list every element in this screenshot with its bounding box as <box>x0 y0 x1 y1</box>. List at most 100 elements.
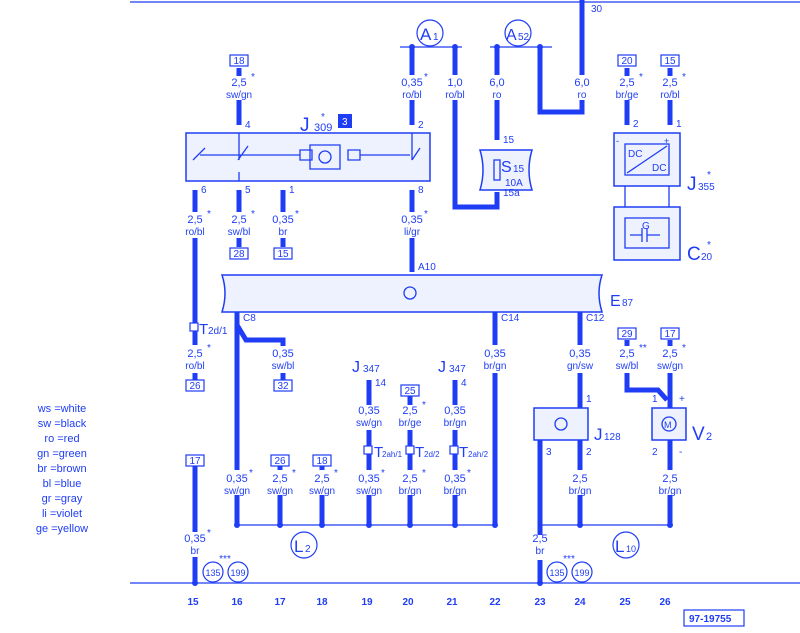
S15-sub: 15 <box>513 164 525 175</box>
motor-icon: M <box>664 420 672 430</box>
pin-label: C12 <box>586 313 605 324</box>
wire-color-label: br/ge <box>399 418 422 429</box>
ref-number: 17 <box>664 329 676 340</box>
ref-box <box>229 54 249 67</box>
wire-size-label: 2,5 <box>187 348 202 360</box>
generated-labels: 2,5*sw/gn0,35*ro/bl1,0ro/bl6,0ro6,0ro2,5… <box>184 54 686 608</box>
J309-label: J <box>300 115 310 136</box>
stars-note: *** <box>219 554 231 565</box>
wire-color-label: br <box>279 227 289 238</box>
dc-out-label: DC <box>652 163 666 174</box>
legend-item: ws =white <box>37 403 87 415</box>
wire-star: * <box>334 468 338 479</box>
ref-box <box>660 54 680 67</box>
wire-size-label: 2,5 <box>619 348 634 360</box>
page-ref-circle <box>202 561 224 583</box>
grid-column-number: 17 <box>274 597 286 608</box>
grid-column-number: 19 <box>361 597 373 608</box>
wire-size-label: 6,0 <box>574 77 589 89</box>
wire-color-label: ro/bl <box>660 90 679 101</box>
wire-color-label: ro/bl <box>185 227 204 238</box>
wire-star: * <box>422 400 426 411</box>
diagram-id: 97-19755 <box>689 614 732 625</box>
V2-label: V <box>692 424 705 445</box>
wire-size-label: 0,35 <box>358 473 379 485</box>
dc-in-label: DC <box>628 149 642 160</box>
wire-star: * <box>424 72 428 83</box>
wire-color-label: br/ge <box>616 90 639 101</box>
T2d2-label: T <box>415 444 424 461</box>
T2d1-label: T <box>199 321 208 338</box>
wire-color-label: br/gn <box>444 418 467 429</box>
ref-box <box>617 54 637 67</box>
sensor-J128: J 128 <box>533 407 621 444</box>
wire-size-label: 0,35 <box>358 405 379 417</box>
wire-size-label: 2,5 <box>314 473 329 485</box>
ref-box <box>185 454 205 467</box>
ref-number: 26 <box>189 381 201 392</box>
page-ref-circle <box>546 561 568 583</box>
wire-size-label: 1,0 <box>447 77 462 89</box>
J128-sub: 128 <box>604 432 621 443</box>
wire-color-label: sw/bl <box>228 227 251 238</box>
pin-label: 4 <box>461 378 467 389</box>
pin-label: 15 <box>503 135 515 146</box>
diagram-id-box <box>683 609 745 627</box>
pin-label: C8 <box>243 313 256 324</box>
pin-label: C14 <box>501 313 520 324</box>
grid-column-number: 20 <box>402 597 414 608</box>
A52-sub: 52 <box>518 32 530 43</box>
wire-star: * <box>207 209 211 220</box>
control-unit-E87: E 87 <box>220 274 634 313</box>
bulb-L10: L 10 <box>612 531 640 559</box>
wire-size-label: 0,35 <box>444 405 465 417</box>
pin-label: 15a <box>503 188 520 199</box>
wire-color-label: gn/sw <box>567 361 594 372</box>
legend-item: gr =gray <box>42 493 83 505</box>
pin-label: 3 <box>546 447 552 458</box>
ref-number: 29 <box>621 329 633 340</box>
wire-color-label: br <box>536 546 546 557</box>
wire-color-label: br <box>191 546 201 557</box>
wire-star: * <box>251 209 255 220</box>
wires <box>192 0 673 583</box>
wire-color-label: sw/gn <box>226 90 252 101</box>
wire-color-label: br/gn <box>484 361 507 372</box>
pin-label: 1 <box>676 119 682 130</box>
page-ref-number: 135 <box>205 568 220 578</box>
L2-label: L <box>294 537 303 556</box>
pin-label: A10 <box>418 262 436 273</box>
pin-label: 2 <box>652 447 658 458</box>
pin-label: 4 <box>245 120 251 131</box>
ref-number: 15 <box>664 56 676 67</box>
ref-number: 32 <box>277 381 289 392</box>
legend-item: li =violet <box>42 508 82 520</box>
wire-size-label: 2,5 <box>662 77 677 89</box>
J309-badge: 3 <box>342 117 348 128</box>
grid-column-number: 16 <box>231 597 243 608</box>
connector-T2d1: T 2d/1 <box>189 321 228 338</box>
pin-label: 2 <box>633 119 639 130</box>
relay-J309: J 309 * 3 <box>185 112 431 182</box>
T2d2-sub: 2d/2 <box>424 450 440 459</box>
S15-label: S <box>501 159 512 176</box>
legend-item: ge =yellow <box>36 523 88 535</box>
legend-item: ro =red <box>44 433 79 445</box>
wire-star: * <box>207 343 211 354</box>
wire-color-label: ro <box>578 90 587 101</box>
grid-column-number: 23 <box>534 597 546 608</box>
wire-size-label: 2,5 <box>187 214 202 226</box>
page-ref-circle <box>571 561 593 583</box>
wire-size-label: 6,0 <box>489 77 504 89</box>
ref-number: 25 <box>404 386 416 397</box>
grid-column-number: 25 <box>619 597 631 608</box>
wire-size-label: 2,5 <box>619 77 634 89</box>
wire-star: * <box>682 72 686 83</box>
J309-sub: 309 <box>314 122 332 134</box>
page-ref-number: 199 <box>230 568 245 578</box>
wire-size-label: 0,35 <box>401 214 422 226</box>
L2-sub: 2 <box>305 544 311 555</box>
wire-color-label: sw/bl <box>272 361 295 372</box>
